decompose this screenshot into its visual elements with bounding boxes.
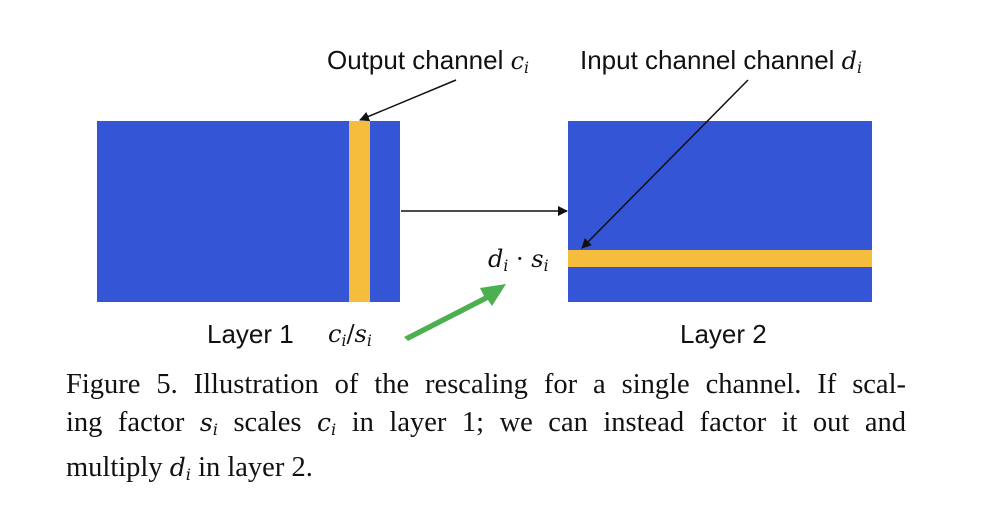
rescaling-figure: Output channel ci Input channel channel …: [97, 45, 872, 350]
product-label: di · si: [488, 245, 549, 275]
green-rescale-arrow: [404, 284, 506, 341]
layer1-output-channel-stripe: [349, 121, 370, 302]
layer2-input-channel-stripe: [568, 250, 872, 267]
layer2-label: Layer 2: [680, 319, 767, 349]
caption-line-1: Figure 5. Illustration of the rescaling …: [66, 369, 906, 400]
figure-arrows: [359, 79, 749, 341]
figure-caption: Figure 5. Illustration of the rescaling …: [66, 366, 906, 494]
caption-line-3: multiply di in layer 2.: [66, 452, 313, 485]
input-channel-pointer-arrow: [581, 79, 749, 249]
rescale-fraction-label: ci/si: [328, 320, 372, 350]
input-channel-label: Input channel channel di: [580, 45, 863, 77]
layer1-label: Layer 1: [207, 319, 294, 349]
output-channel-label: Output channel ci: [327, 45, 530, 77]
caption-line-2: ing factor si scales ci in layer 1; we c…: [66, 407, 906, 440]
output-channel-pointer-arrow: [359, 79, 457, 122]
